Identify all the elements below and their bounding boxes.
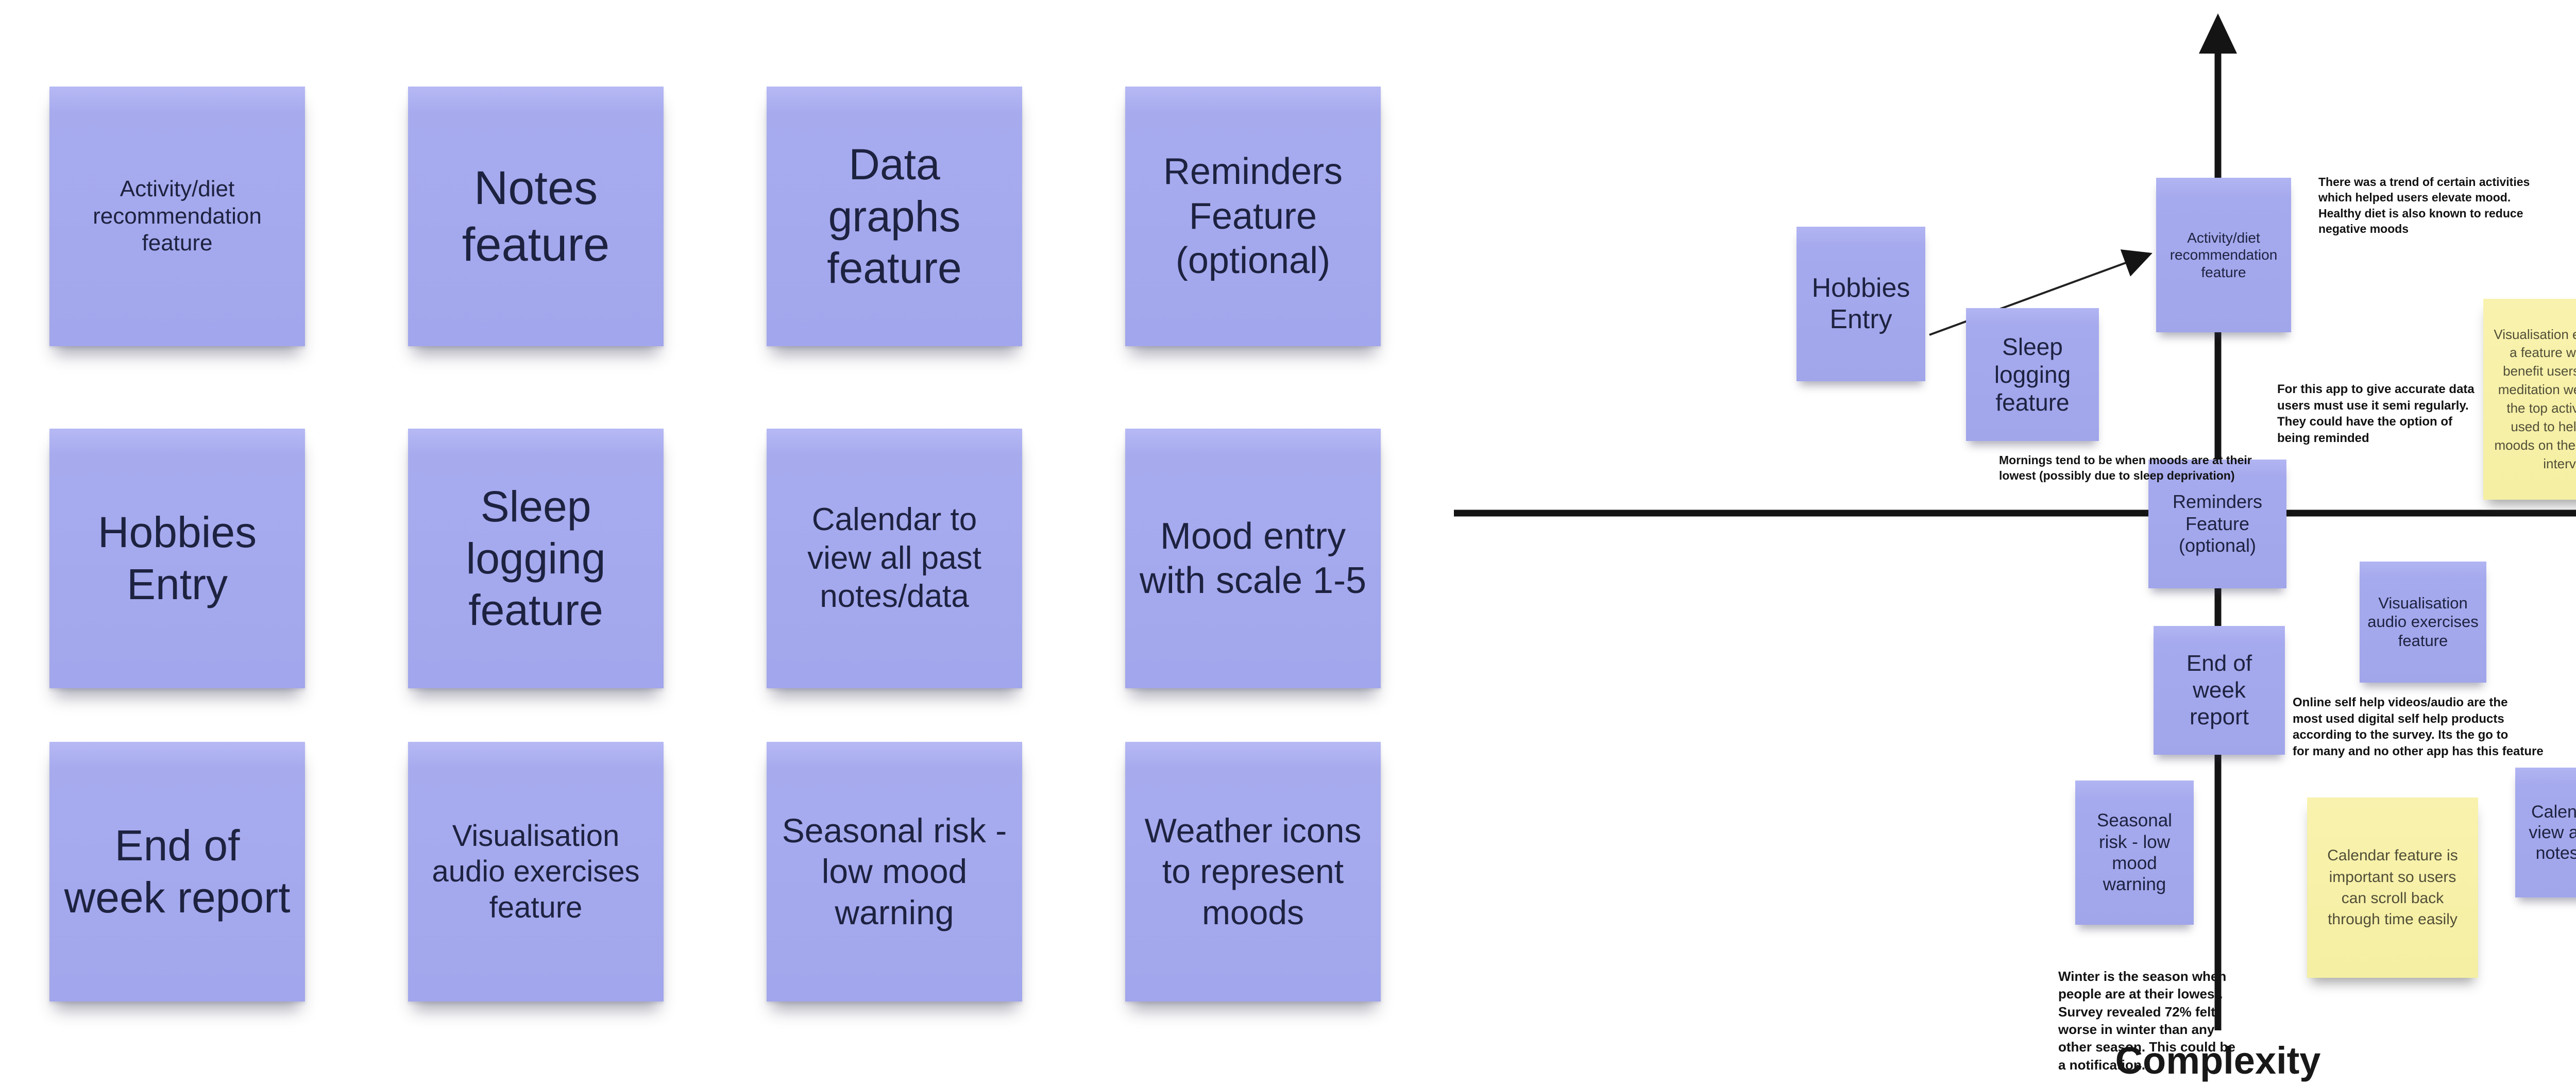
annotation-reminders-accuracy[interactable]: For this app to give accurate data users… (2277, 382, 2475, 446)
board-note-notes-feature[interactable]: Notes feature (408, 87, 664, 346)
annotation-mornings-mood[interactable]: Mornings tend to be when moods are at th… (1999, 453, 2252, 483)
chart-note-activity-diet[interactable]: Activity/diet recommendation feature (2156, 178, 2291, 332)
board-note-mood-entry[interactable]: Mood entry with scale 1-5 (1125, 429, 1381, 688)
annotation-winter-season[interactable]: Winter is the season when people are at … (2058, 969, 2235, 1073)
board-note-data-graphs[interactable]: Data graphs feature (767, 87, 1022, 346)
connector-hobbies-to-activity (1929, 249, 2153, 336)
board-note-end-of-week[interactable]: End of week report (49, 742, 305, 1002)
insight-note-visualisation-benefit[interactable]: Visualisation exercises are a feature wh… (2483, 299, 2576, 500)
chart-note-calendar-view[interactable]: Calendar to view all past notes/data (2515, 768, 2576, 897)
chart-note-sleep-logging[interactable]: Sleep logging feature (1966, 308, 2099, 441)
board-note-weather-icons[interactable]: Weather icons to represent moods (1125, 742, 1381, 1002)
chart-note-seasonal-risk[interactable]: Seasonal risk - low mood warning (2075, 780, 2194, 925)
annotation-online-self-help[interactable]: Online self help videos/audio are the mo… (2293, 695, 2544, 759)
board-note-reminders[interactable]: Reminders Feature (optional) (1125, 87, 1381, 346)
y-axis-label[interactable]: Complexity (2115, 1039, 2321, 1082)
board-note-hobbies-entry[interactable]: Hobbies Entry (49, 429, 305, 688)
y-axis-arrowhead (2199, 13, 2237, 54)
board-note-calendar-view[interactable]: Calendar to view all past notes/data (767, 429, 1022, 688)
board-note-activity-diet[interactable]: Activity/diet recommendation feature (49, 87, 305, 346)
insight-note-calendar-important[interactable]: Calendar feature is important so users c… (2307, 797, 2478, 978)
board-note-seasonal-risk[interactable]: Seasonal risk - low mood warning (767, 742, 1022, 1002)
board-note-visualisation-audio[interactable]: Visualisation audio exercises feature (408, 742, 664, 1002)
chart-note-hobbies-entry[interactable]: Hobbies Entry (1797, 227, 1925, 381)
board-note-sleep-logging[interactable]: Sleep logging feature (408, 429, 664, 688)
chart-note-end-of-week[interactable]: End of week report (2154, 626, 2285, 755)
chart-note-reminders[interactable]: Reminders Feature (optional) (2148, 460, 2286, 588)
annotation-activity-trend[interactable]: There was a trend of certain activities … (2318, 175, 2530, 236)
chart-note-visualisation-audio[interactable]: Visualisation audio exercises feature (2360, 562, 2486, 683)
